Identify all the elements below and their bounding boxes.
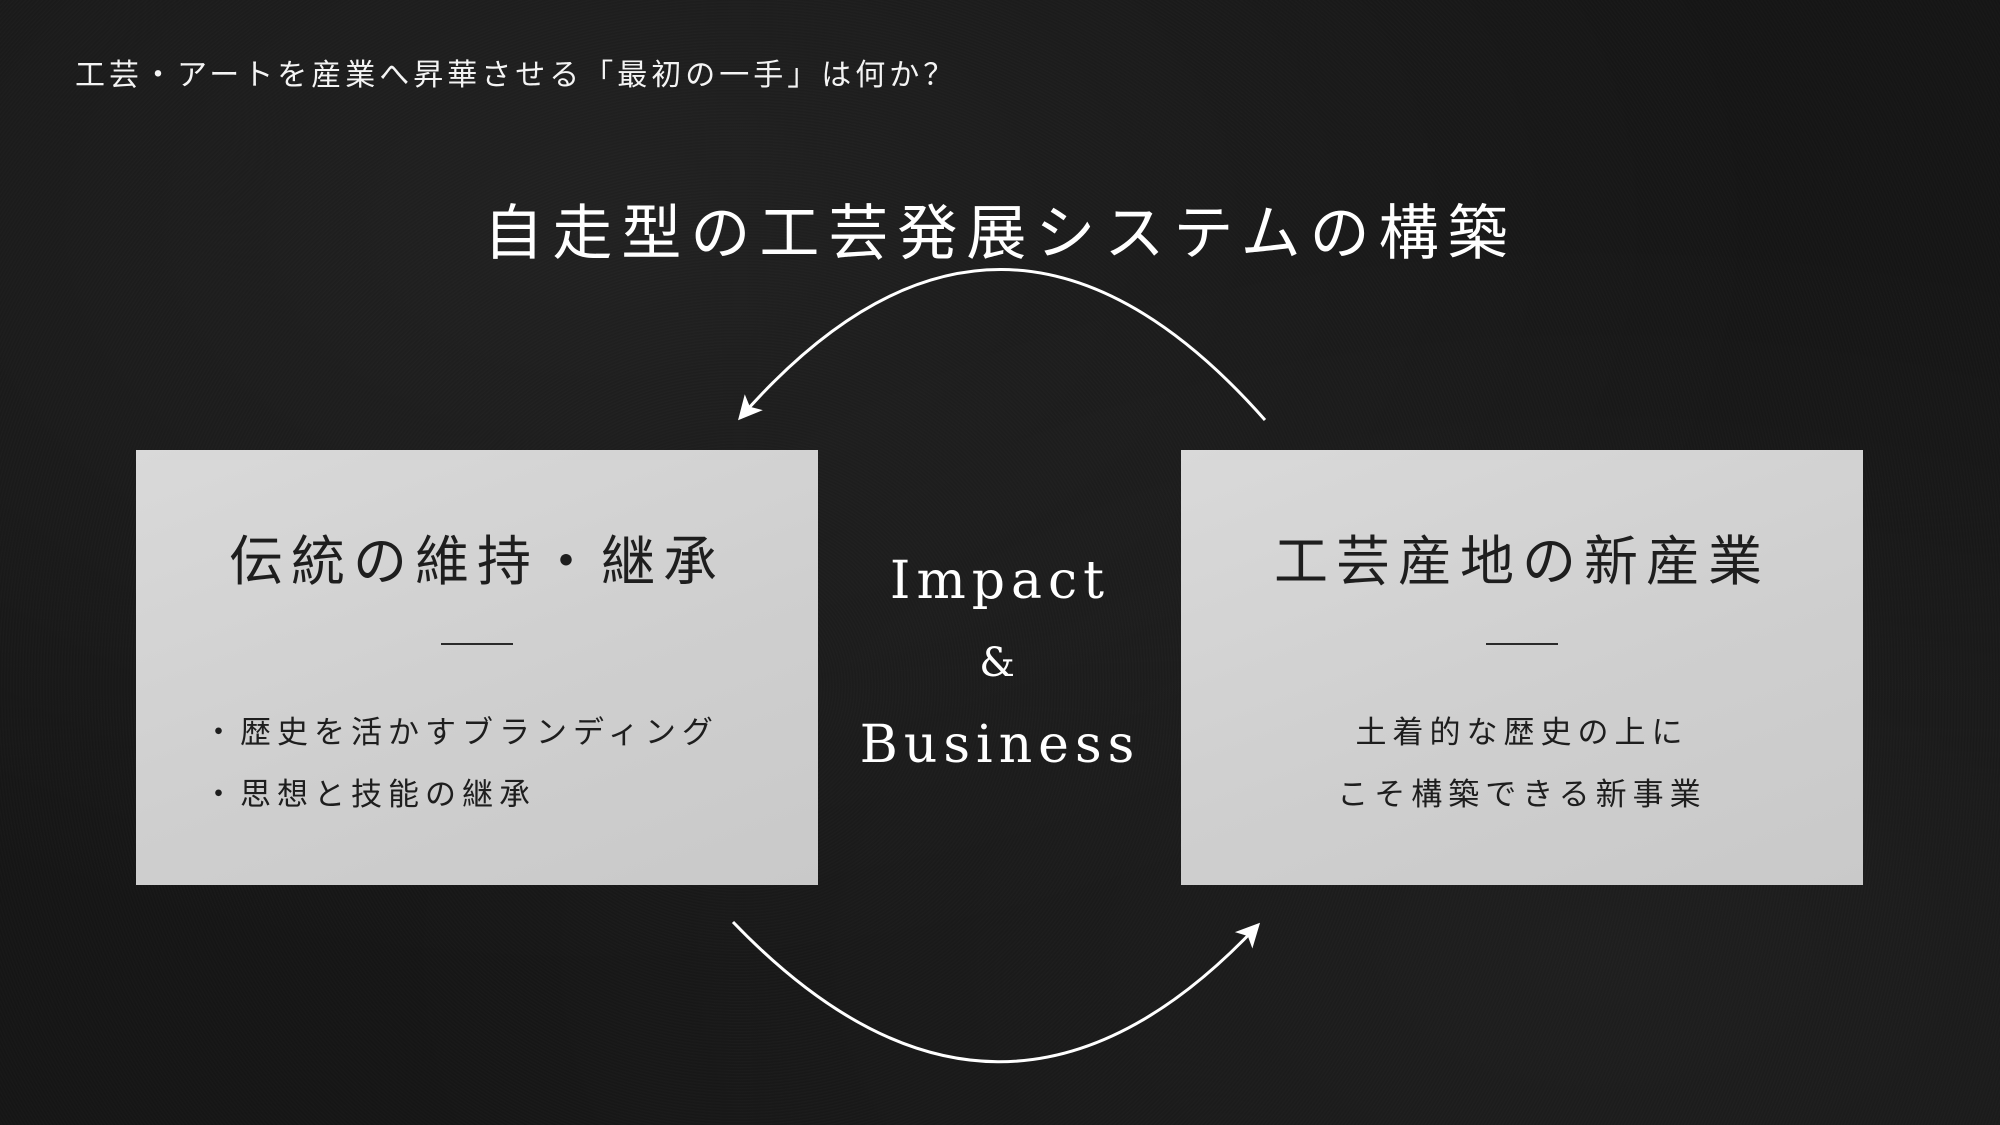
tradition-panel: 伝統の維持・継承 ・歴史を活かすブランディング ・思想と技能の継承	[136, 450, 818, 885]
center-label-business: Business	[859, 715, 1141, 775]
new-industry-panel: 工芸産地の新産業 土着的な歴史の上に こそ構築できる新事業	[1181, 450, 1863, 885]
center-label: Impact & Business	[820, 540, 1180, 786]
new-industry-panel-divider	[1486, 643, 1558, 645]
description-line: こそ構築できる新事業	[1337, 777, 1707, 813]
bullet-item: ・歴史を活かすブランディング	[203, 715, 719, 751]
new-industry-description: 土着的な歴史の上に こそ構築できる新事業	[1181, 702, 1863, 826]
bottom-cycle-arrow	[731, 920, 1261, 1064]
eyebrow-question: 工芸・アートを産業へ昇華させる「最初の一手」は何か？	[75, 58, 958, 93]
new-industry-panel-title: 工芸産地の新産業	[1274, 530, 1770, 593]
main-title: 自走型の工芸発展システムの構築	[483, 199, 1517, 269]
tradition-panel-title: 伝統の維持・継承	[229, 530, 725, 593]
description-line: 土着的な歴史の上に	[1355, 715, 1689, 751]
top-cycle-arrow	[738, 268, 1267, 421]
center-label-impact: Impact	[889, 551, 1111, 611]
center-label-ampersand: &	[979, 640, 1021, 686]
tradition-bullet-list: ・歴史を活かすブランディング ・思想と技能の継承	[203, 702, 719, 826]
bullet-item: ・思想と技能の継承	[203, 777, 536, 813]
tradition-panel-divider	[441, 643, 513, 645]
